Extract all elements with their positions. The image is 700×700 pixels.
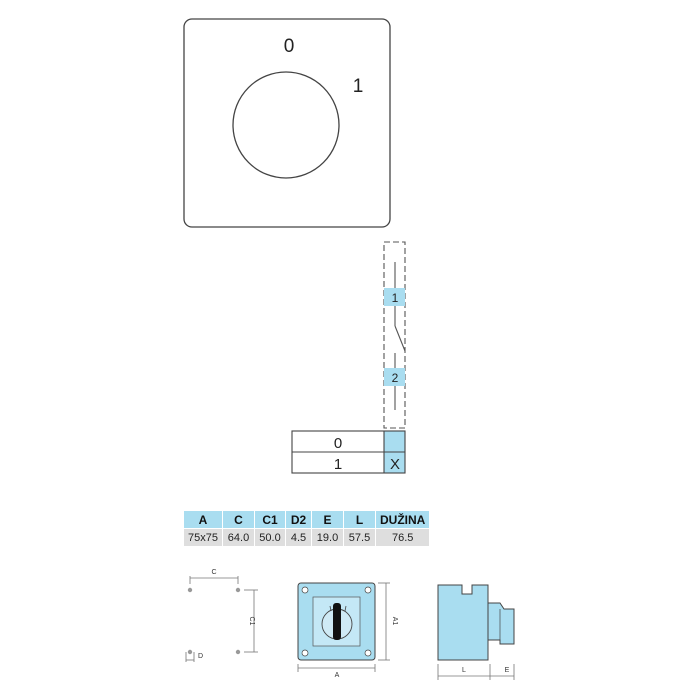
dim-header-duzina: DUŽINA	[376, 511, 430, 528]
dimensions-header-row: A C C1 D2 E L DUŽINA	[184, 511, 430, 528]
terminal-box-1	[384, 288, 405, 306]
dim-value-l: 57.5	[344, 529, 375, 546]
contact-diagram: 1 2	[383, 241, 406, 429]
front-view-screw-br	[364, 649, 372, 657]
dim-header-l: L	[344, 511, 375, 528]
dim-header-c1: C1	[255, 511, 285, 528]
position-label-0: 0	[284, 36, 295, 57]
mount-label-c: C	[211, 569, 216, 576]
side-label-l: L	[462, 667, 466, 674]
switching-table: 0 1 X	[291, 430, 406, 474]
dimensions-table: A C C1 D2 E L DUŽINA 75x75 64.0 50.0 4.5…	[183, 510, 430, 547]
front-view-screw-bl	[301, 649, 309, 657]
front-view-screw-tr	[364, 586, 372, 594]
dimensions-value-row: 75x75 64.0 50.0 4.5 19.0 57.5 76.5	[184, 529, 430, 546]
mount-hole-top-left	[187, 587, 193, 593]
front-view-knob-handle	[333, 603, 341, 640]
front-view-drawing	[297, 582, 390, 672]
side-view-drawing	[437, 584, 515, 680]
dim-header-c: C	[223, 511, 254, 528]
dim-header-a: A	[184, 511, 222, 528]
terminal-label-1: 1	[392, 291, 399, 305]
mount-hole-bottom-right	[235, 649, 241, 655]
mount-hole-bottom-left	[187, 649, 193, 655]
knob-circle	[232, 71, 340, 179]
dim-header-e: E	[312, 511, 343, 528]
contact-dashed-outline	[383, 241, 406, 429]
position-label-1: 1	[353, 76, 364, 97]
dim-value-duzina: 76.5	[376, 529, 430, 546]
dim-value-c1: 50.0	[255, 529, 285, 546]
side-view-knob	[487, 602, 515, 645]
front-view-screw-tl	[301, 586, 309, 594]
terminal-label-2: 2	[392, 371, 399, 385]
front-label-a: A	[335, 672, 340, 679]
switching-row-0-position: 0	[334, 435, 342, 452]
mount-hole-top-right	[235, 587, 241, 593]
switching-row-1-position: 1	[334, 456, 342, 473]
mounting-drawing	[185, 576, 258, 662]
dim-value-a: 75x75	[184, 529, 222, 546]
dim-value-c: 64.0	[223, 529, 254, 546]
switching-row-1-mark: X	[390, 456, 400, 473]
dim-header-d2: D2	[286, 511, 311, 528]
contact-switch-lever	[394, 325, 406, 352]
front-label-a1: A1	[391, 617, 398, 626]
terminal-box-2	[384, 368, 405, 386]
mount-label-c1: C1	[248, 617, 255, 626]
side-label-e: E	[505, 667, 510, 674]
side-view-body	[437, 584, 489, 661]
front-plate: 0 1	[183, 18, 391, 228]
dim-value-e: 19.0	[312, 529, 343, 546]
mount-label-d: D	[198, 653, 203, 660]
dim-value-d2: 4.5	[286, 529, 311, 546]
front-plate-outline	[183, 18, 391, 228]
